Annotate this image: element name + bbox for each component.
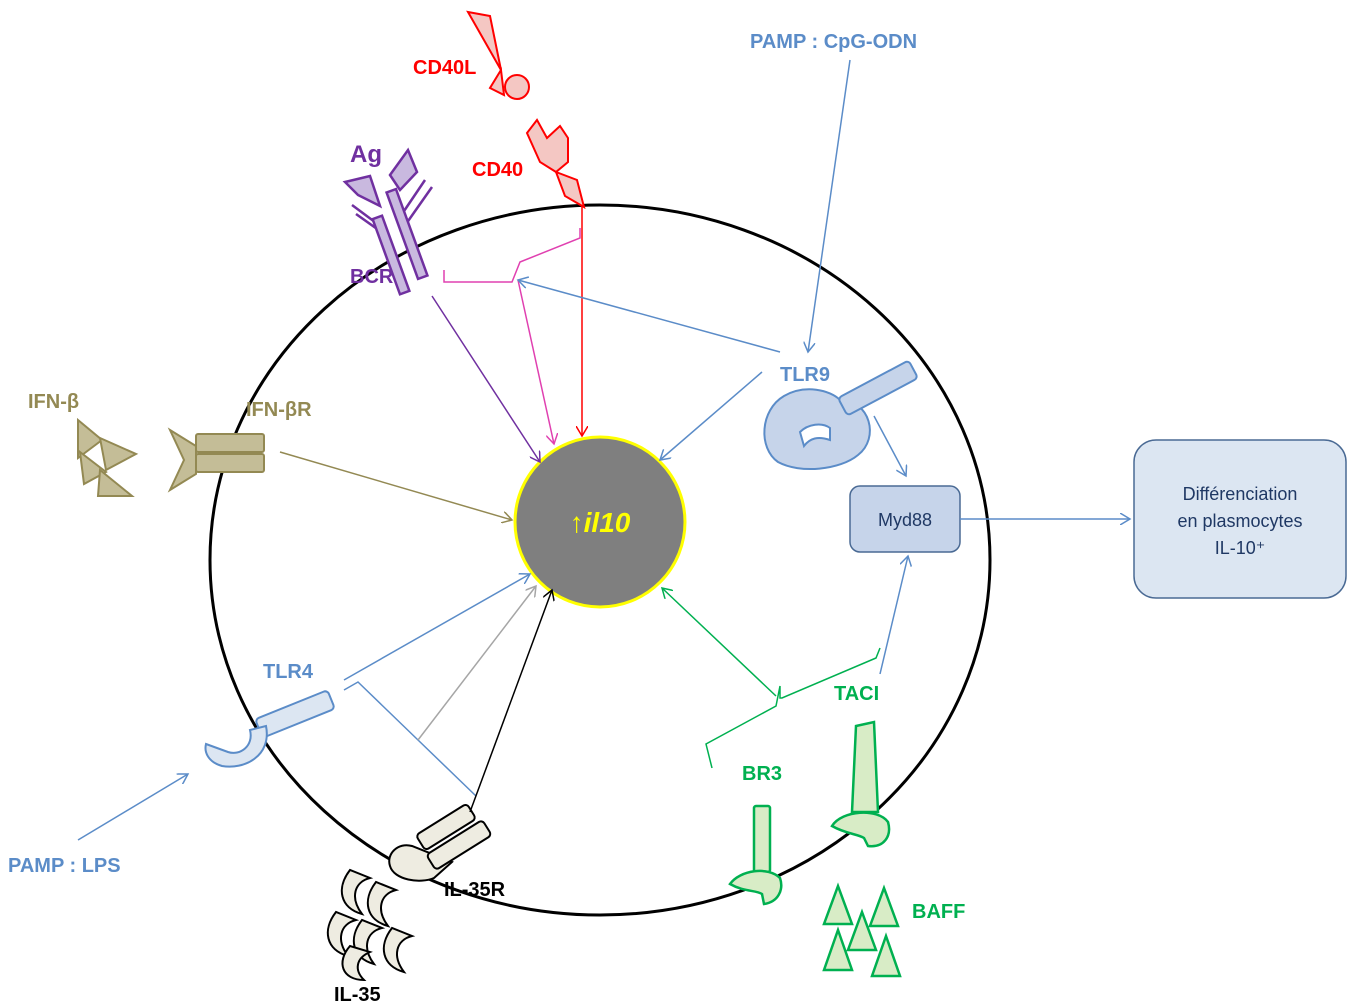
tlr9-label: TLR9 — [780, 364, 830, 386]
tlr9-to-myd88-arrow — [873, 415, 906, 476]
ifnbr-arrow — [279, 451, 512, 520]
nucleus: ↑il10 — [513, 435, 687, 609]
taci-receptor — [830, 720, 891, 848]
cd40-receptor — [525, 118, 586, 210]
tlr9-to-bcr-arrow — [518, 280, 781, 353]
myd88-label: Myd88 — [878, 510, 932, 530]
nucleus-label: ↑il10 — [570, 507, 631, 538]
br3-taci-arrow — [662, 588, 777, 697]
cd40l-ligand — [466, 10, 530, 100]
pamp-lps-label: PAMP : LPS — [8, 855, 121, 877]
br3-label: BR3 — [742, 763, 782, 785]
cd40l-label: CD40L — [413, 57, 476, 79]
tlr4-receptor — [204, 690, 335, 768]
diff-line3: IL-10⁺ — [1215, 538, 1266, 558]
tlr4-arrow — [343, 574, 530, 681]
bcr-label: BCR — [350, 266, 394, 288]
bcr-cd40-bracket — [443, 228, 581, 283]
lps-arrow — [77, 774, 188, 841]
tlr4-label: TLR4 — [263, 661, 314, 683]
diff-line2: en plasmocytes — [1177, 511, 1302, 531]
pamp-cpg-label: PAMP : CpG-ODN — [750, 31, 917, 53]
bcr-receptor — [342, 147, 434, 296]
ifnb-label: IFN-β — [28, 391, 79, 413]
bcr-cd40-arrow — [517, 279, 554, 444]
tlr4-il35r-arrow — [417, 586, 536, 741]
ifnb-ligand — [77, 417, 139, 497]
bcr-arrow — [431, 295, 540, 462]
cell-membrane — [208, 203, 992, 917]
ifnbr-label: IFN-βR — [246, 399, 312, 421]
tlr4-il35r-bracket — [343, 681, 477, 797]
br3-taci-bracket — [705, 647, 881, 769]
tlr9-receptor — [763, 360, 918, 471]
differentiation-box: Différenciation en plasmocytes IL-10⁺ — [1133, 439, 1347, 599]
myd88-box: Myd88 — [849, 485, 961, 553]
br3-receptor — [728, 804, 783, 906]
il35r-receptor — [388, 803, 492, 882]
il35r-arrow — [469, 590, 552, 813]
ag-label: Ag — [350, 141, 382, 168]
baff-label: BAFF — [912, 901, 965, 923]
diff-line1: Différenciation — [1183, 484, 1298, 504]
ifnbr-receptor — [167, 427, 265, 493]
tlr9-to-nucleus-arrow — [660, 371, 763, 460]
il35-label: IL-35 — [334, 984, 381, 1005]
taci-label: TACI — [834, 683, 879, 705]
il35r-label: IL-35R — [444, 879, 506, 901]
cd40-label: CD40 — [472, 159, 523, 181]
baff-ligand — [822, 882, 902, 978]
cpg-arrow — [808, 59, 851, 352]
il35-ligand — [327, 868, 416, 982]
taci-to-myd88-arrow — [879, 556, 908, 675]
